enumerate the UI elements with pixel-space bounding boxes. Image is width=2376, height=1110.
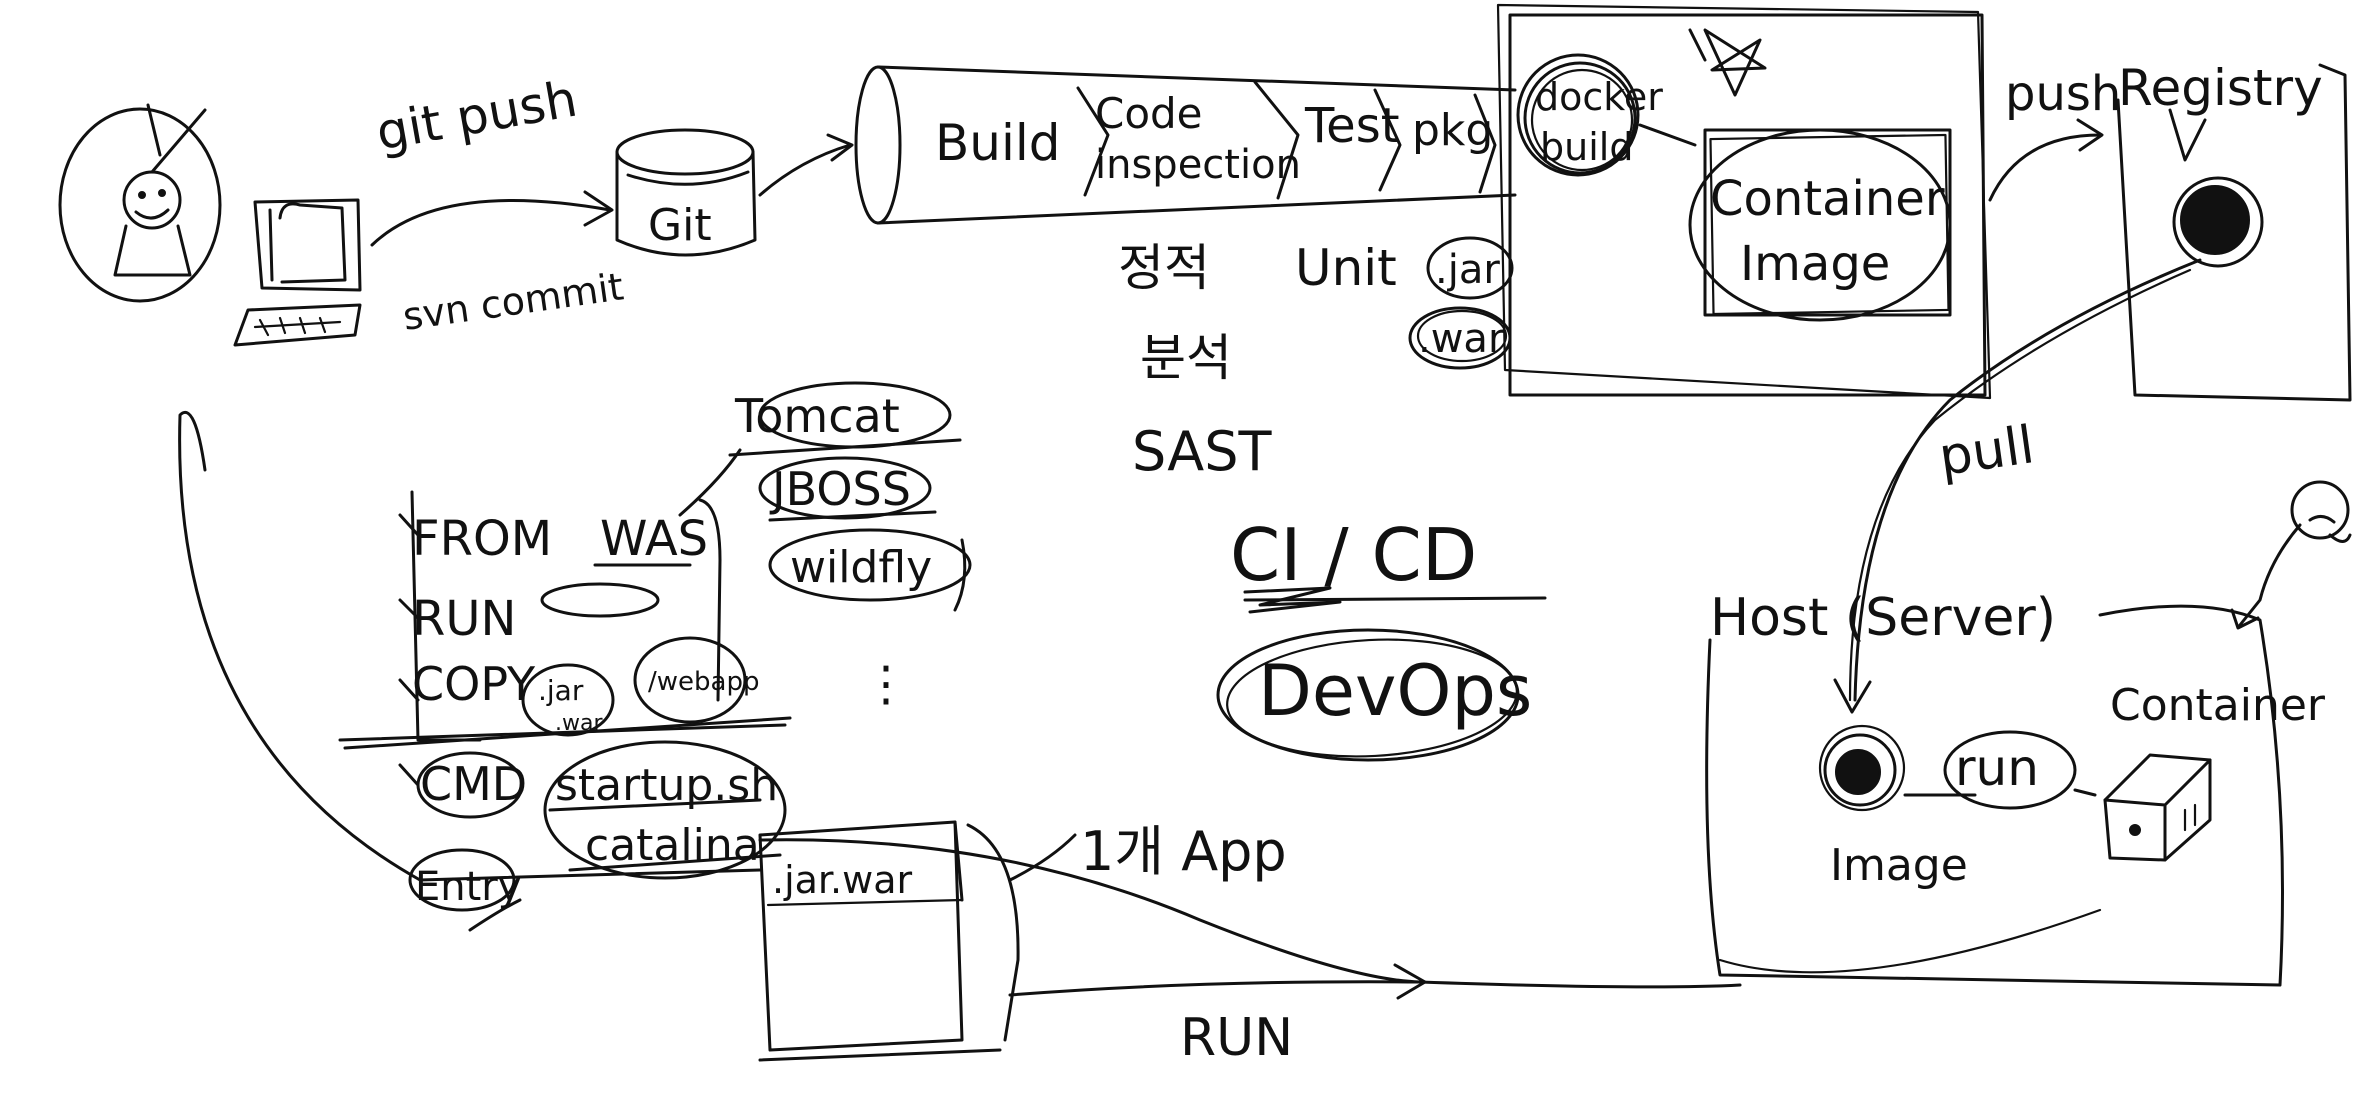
- dockerfile-from: FROM: [412, 511, 552, 567]
- dockerfile-copy-webapp: /webapp: [648, 667, 759, 697]
- stage-code: Code: [1095, 89, 1203, 138]
- git-label: Git: [648, 200, 712, 251]
- run-arrow: [1008, 980, 1422, 997]
- registry-image-icon: [2180, 185, 2250, 255]
- registry-label: Registry: [2118, 59, 2323, 117]
- dockerfile-sketch: FROM WAS RUN COPY .jar .war /webapp CMD …: [338, 448, 792, 932]
- git-repository: Git: [615, 128, 757, 257]
- dockerfile-startup: startup.sh: [555, 760, 778, 811]
- container-image-label-2: Image: [1740, 236, 1890, 292]
- developer-figure: [58, 103, 222, 303]
- static-analysis-label-2: 분석: [1140, 329, 1232, 387]
- container-image-label-1: Container: [1710, 171, 1945, 227]
- was-tomcat: Tomcat: [734, 389, 900, 443]
- jar-artifact: .jar: [1435, 247, 1500, 293]
- git-to-pipeline-arrow: [758, 143, 852, 197]
- was-options: Tomcat JBOSS wildfly ⋮: [728, 381, 972, 712]
- docker-label: docker: [1535, 75, 1663, 119]
- dockerfile-run: RUN: [412, 591, 516, 647]
- stage-test: Test: [1304, 98, 1400, 154]
- stage-pkg: pkg: [1412, 105, 1493, 156]
- pull-arrow: [1853, 258, 2202, 702]
- push-label: push: [2005, 66, 2121, 122]
- run-label: run: [1955, 739, 2039, 797]
- war-artifact: .war: [1418, 316, 1505, 362]
- unit-label: Unit: [1295, 239, 1397, 297]
- stage-build: Build: [935, 114, 1061, 172]
- dockerfile-copy: COPY: [412, 657, 536, 711]
- push-arrow: [1988, 133, 2102, 202]
- static-analysis-label-1: 정적: [1118, 239, 1210, 297]
- app-package-box: .jar.war 1개 App: [758, 820, 1287, 1062]
- operator-figure: [2230, 480, 2352, 630]
- dockerfile-entry: Entry: [415, 864, 521, 910]
- entry-loop-arrow: [178, 410, 762, 882]
- ci-cd-label: CI / CD: [1230, 513, 1477, 597]
- git-push-label: git push: [372, 70, 581, 162]
- host-server: Host (Server) Image run Container: [1705, 588, 2326, 987]
- ci-cd-devops: CI / CD DevOps: [1216, 513, 1547, 762]
- was-more-dots: ⋮: [862, 656, 910, 712]
- docker-build-area: docker build Container Image: [1496, 3, 1992, 400]
- sast-label: SAST: [1132, 420, 1272, 483]
- git-push-arrow: [370, 199, 612, 247]
- host-server-label: Host (Server): [1710, 588, 2056, 648]
- computer-icon: [233, 198, 362, 347]
- ci-pipeline: Build Code inspection Test pkg: [854, 65, 1517, 225]
- stage-inspection: inspection: [1095, 142, 1301, 188]
- registry-box: Registry: [2116, 59, 2352, 402]
- pull-label: pull: [1935, 415, 2037, 488]
- dockerfile-copy-jar: .jar: [538, 674, 584, 707]
- was-jboss: JBOSS: [769, 462, 911, 516]
- run-bottom-label: RUN: [1180, 1008, 1293, 1068]
- svn-commit-label: svn commit: [400, 264, 626, 338]
- jar-war-label: .jar.war: [772, 858, 913, 902]
- host-image-label: Image: [1830, 840, 1968, 891]
- was-wildfly: wildfly: [790, 542, 932, 593]
- dockerfile-cmd: CMD: [420, 757, 527, 811]
- app-label: 1개 App: [1080, 820, 1287, 883]
- container-label: Container: [2110, 680, 2326, 731]
- docker-build-label: build: [1540, 125, 1633, 169]
- devops-label: DevOps: [1258, 650, 1532, 732]
- dockerfile-was: WAS: [600, 511, 708, 567]
